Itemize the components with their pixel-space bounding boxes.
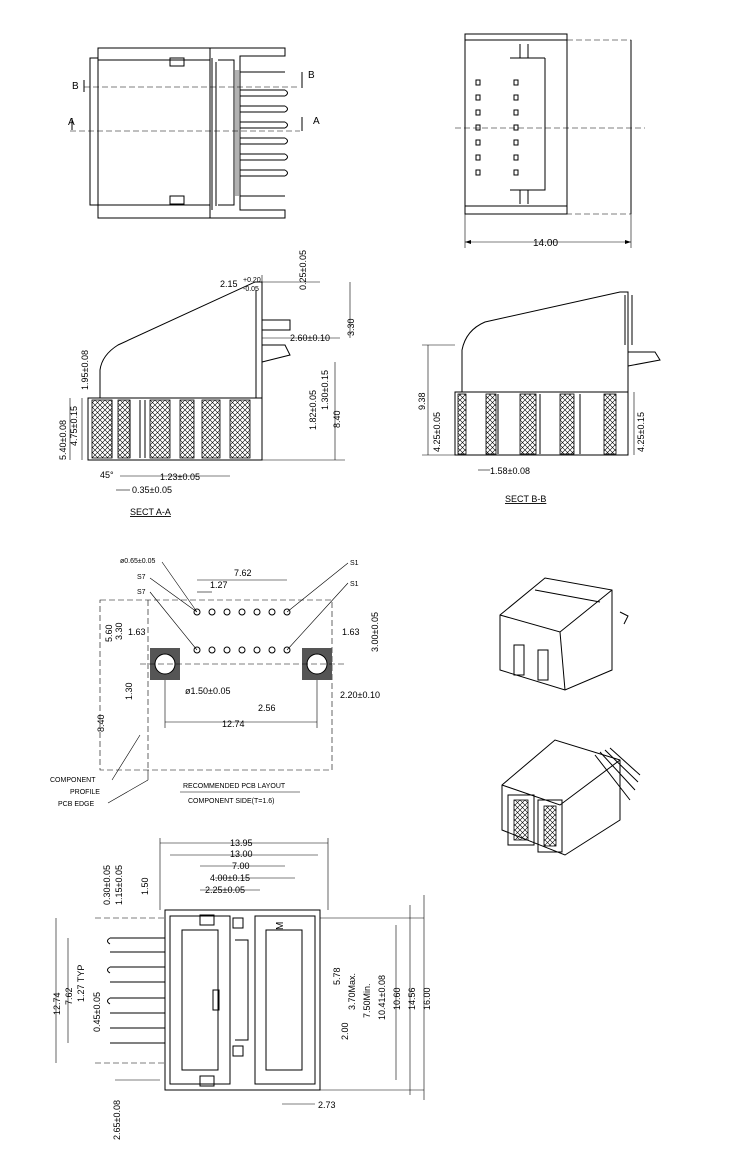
section-b-left: B [72,81,79,92]
pcb-2-56: 2.56 [258,703,276,713]
dim-4-25-right: 4.25±0.15 [636,412,646,452]
section-b-right: B [308,70,315,81]
bot-0-30: 0.30±0.05 [102,865,112,905]
isometric-view-front [499,577,629,691]
dim-3-30: 3.30 [346,318,356,336]
pcb-edge-label: PCB EDGE [58,801,95,808]
bot-14-56: 14.56 [407,987,417,1010]
bot-10-41: 10.41±0.08 [377,975,387,1020]
dim-1-30: 1.30±0.15 [320,370,330,410]
pcb-2-20: 2.20±0.10 [340,690,380,700]
section-a-left: A [68,117,75,128]
pcb-s7-b: S7 [137,589,146,596]
bot-1-15: 1.15±0.05 [114,865,124,905]
pcb-layout-view: ø0.65±0.05 S7 S7 7.62 1.27 S1 S1 5.60 3.… [50,558,380,808]
dim-0-35: 0.35±0.05 [132,485,172,495]
bot-2-00: 2.00 [340,1022,350,1040]
front-view: 14.00 [455,33,645,249]
section-a-a-view: 2.15 +0.20 -0.05 0.25±0.05 2.60±0.10 3.3… [58,250,356,517]
pcb-hole-dia: ø0.65±0.05 [120,558,155,565]
dim-1-58: 1.58±0.08 [490,466,530,476]
bottom-pins [107,937,165,1044]
dim-2-15-plus: +0.20 [243,277,261,284]
component-label: COMPONENT [50,777,96,784]
dim-4-25-left: 4.25±0.05 [432,412,442,452]
top-view: B B A A [68,47,320,219]
section-a-right: A [313,116,320,127]
bot-1-50: 1.50 [140,877,150,895]
pcb-holes-row2 [193,646,291,654]
pcb-1-63-right: 1.63 [342,627,360,637]
pcb-s1-b: S1 [350,581,359,588]
pcb-1-63-left: 1.63 [128,627,146,637]
dim-0-25: 0.25±0.05 [298,250,308,290]
pcb-s1-a: S1 [350,560,359,567]
dim-9-38: 9.38 [417,392,427,410]
sect-bb-title: SECT B-B [505,494,546,504]
dim-5-40: 5.40±0.08 [58,420,68,460]
front-width-dim: 14.00 [533,238,558,249]
section-b-b-view: 9.38 4.25±0.05 4.25±0.15 1.58±0.08 SECT … [417,291,661,504]
pcb-3-00: 3.00±0.05 [370,612,380,652]
pcb-layout-subtitle: COMPONENT SIDE(T=1.6) [188,798,274,805]
dim-45deg: 45° [100,470,114,480]
bot-5-78: 5.78 [332,967,342,985]
pcb-1-27: 1.27 [210,580,228,590]
bot-12-74: 12.74 [52,992,62,1015]
bot-7-62: 7.62 [64,987,74,1005]
pcb-8-40: 8.40 [96,714,106,732]
bottom-mark: M [275,922,286,930]
pcb-7-62: 7.62 [234,568,252,578]
bot-7-00: 7.00 [232,861,250,871]
bot-2-65: 2.65±0.08 [112,1100,122,1140]
bot-0-45: 0.45±0.05 [92,992,102,1032]
bot-2-73: 2.73 [318,1100,336,1110]
pcb-5-60: 5.60 [104,624,114,642]
sect-aa-title: SECT A-A [130,507,171,517]
pcb-3-30: 3.30 [114,622,124,640]
dim-4-75: 4.75±0.15 [69,406,79,446]
bot-13-00: 13.00 [230,849,253,859]
dim-1-82: 1.82±0.05 [308,390,318,430]
pcb-1-30: 1.30 [124,682,134,700]
isometric-view-rear [501,739,641,856]
bot-7-50: 7.50Min. [362,983,372,1018]
front-pin-holes [475,79,519,176]
pcb-s7-a: S7 [137,574,146,581]
dim-2-60: 2.60±0.10 [290,333,330,343]
dim-8-40: 8.40 [332,410,342,428]
pin-row [240,71,288,197]
bot-10-60: 10.60 [392,987,402,1010]
bot-2-25: 2.25±0.05 [205,885,245,895]
dim-1-23: 1.23±0.05 [160,472,200,482]
bot-1-27-typ: 1.27 TYP [76,965,86,1002]
dim-1-95: 1.95±0.08 [80,350,90,390]
profile-label: PROFILE [70,789,100,796]
dim-2-15: 2.15 [220,279,238,289]
pcb-holes-row1 [193,608,291,616]
pcb-12-74: 12.74 [222,719,245,729]
bot-16-00: 16.00 [422,987,432,1010]
bot-4-00: 4.00±0.15 [210,873,250,883]
bottom-view: M 13.95 13.00 7.00 4.00±0.15 2.25±0.05 0… [52,838,432,1140]
pcb-1-50-dia: ø1.50±0.05 [185,686,230,696]
pcb-layout-title: RECOMMENDED PCB LAYOUT [183,783,286,790]
bot-3-70: 3.70Max. [347,973,357,1010]
bot-13-95: 13.95 [230,838,253,848]
dim-2-15-minus: -0.05 [243,286,259,293]
